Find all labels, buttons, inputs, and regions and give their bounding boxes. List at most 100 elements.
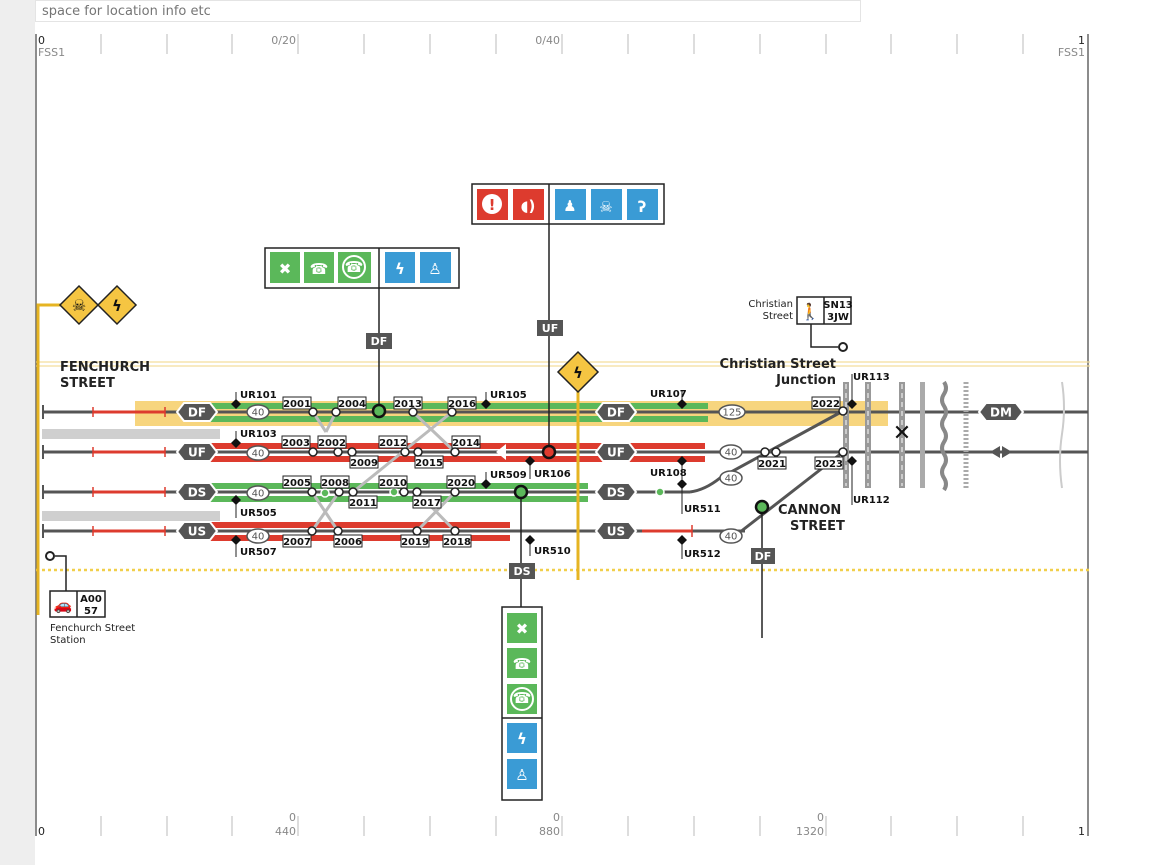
hazard-callout-df[interactable]: ✖ ☎ ☎ ϟ ♙ xyxy=(264,247,460,289)
points-2006[interactable]: 2006 xyxy=(333,526,363,548)
signal-UR105[interactable]: UR105 xyxy=(481,390,527,409)
ruler-mark: 880 xyxy=(539,825,560,838)
signal-UR510[interactable]: UR510 xyxy=(525,535,571,557)
skull-crossbones-icon: ☠ xyxy=(591,189,622,220)
signal-UR108[interactable]: UR108 xyxy=(650,456,687,479)
points-2023[interactable]: 2023 xyxy=(814,447,848,470)
station-name-cannon: STREET xyxy=(790,519,845,534)
points-2017[interactable]: 2017 xyxy=(412,487,442,509)
points-2008[interactable]: 2008 xyxy=(320,475,350,497)
svg-text:2017: 2017 xyxy=(413,498,441,509)
access-point-marker[interactable] xyxy=(838,342,848,352)
green-dot xyxy=(320,488,330,498)
svg-text:40: 40 xyxy=(725,474,738,485)
signal-UR103[interactable]: UR103 xyxy=(231,429,277,448)
access-point-marker[interactable] xyxy=(45,551,55,561)
station-name-fenchurch: STREET xyxy=(60,376,115,391)
hazard-callout-uf[interactable]: ! ◖) ♟ ☠ ʔ xyxy=(471,183,665,225)
ruler-mark: 0 xyxy=(553,811,560,824)
svg-text:DF: DF xyxy=(188,406,206,420)
points-2015[interactable]: 2015 xyxy=(413,447,444,469)
direction-arrow-icon xyxy=(496,444,506,460)
section-ticks xyxy=(92,407,693,537)
signal-UR512[interactable]: UR512 xyxy=(677,535,721,560)
callout-tag: DF xyxy=(751,548,775,564)
svg-text:ϟ: ϟ xyxy=(395,260,405,278)
points-2014[interactable]: 2014 xyxy=(450,435,481,457)
svg-text:2013: 2013 xyxy=(394,399,422,410)
svg-text:☎: ☎ xyxy=(513,689,532,707)
points-2001[interactable]: 2001 xyxy=(282,396,318,417)
speed-limit-badge: 40 xyxy=(719,470,743,486)
points-2016[interactable]: 2016 xyxy=(447,396,477,417)
svg-text:◖): ◖) xyxy=(521,197,536,215)
points-2013[interactable]: 2013 xyxy=(393,396,423,417)
access-point-fenchurch[interactable]: 🚗 A00 57 xyxy=(49,590,106,618)
whistle-circle-icon: ☎ xyxy=(507,684,537,714)
svg-text:2003: 2003 xyxy=(282,438,310,449)
signal-UR511[interactable]: UR511 xyxy=(677,479,721,515)
status-bar-red xyxy=(210,522,510,528)
location-info-input[interactable] xyxy=(35,0,861,22)
points-2009[interactable]: 2009 xyxy=(347,447,379,469)
signal-UR113[interactable]: UR113 xyxy=(847,372,890,409)
track-label-us: US xyxy=(594,521,638,541)
points-2005[interactable]: 2005 xyxy=(282,475,317,497)
hearing-icon: ʔ xyxy=(627,189,658,220)
points-2012[interactable]: 2012 xyxy=(378,435,410,457)
green-dot xyxy=(655,487,665,497)
points-2020[interactable]: 2020 xyxy=(446,475,476,497)
points-2018[interactable]: 2018 xyxy=(442,526,472,548)
signal-UR509[interactable]: UR509 xyxy=(481,470,527,489)
signal-marker-green[interactable] xyxy=(513,484,529,500)
points-2010[interactable]: 2010 xyxy=(378,475,409,497)
skull-crossbones-icon: ☠ xyxy=(58,284,100,326)
svg-text:DF: DF xyxy=(755,550,772,563)
speed-limit-badge: 40 xyxy=(246,528,270,544)
signal-marker-red[interactable] xyxy=(541,444,557,460)
ruler-mark: 0/40 xyxy=(535,34,560,47)
points-2004[interactable]: 2004 xyxy=(331,396,367,417)
speed-limit-badge: 125 xyxy=(718,404,746,420)
no-access-icon: ✖ xyxy=(270,252,300,283)
points-2022[interactable]: 2022 xyxy=(811,396,848,416)
svg-text:✖: ✖ xyxy=(279,260,292,278)
worker-icon: ♙ xyxy=(420,252,451,283)
signal-marker-green[interactable] xyxy=(754,499,770,515)
hazard-callout-ds[interactable]: ✖ ☎ ☎ ϟ ♙ xyxy=(501,606,543,801)
points-2019[interactable]: 2019 xyxy=(400,526,430,548)
svg-text:2014: 2014 xyxy=(452,438,480,449)
svg-text:DS: DS xyxy=(513,565,530,578)
access-point-christian[interactable]: 🚶 SN13 3JW xyxy=(796,296,853,325)
points-node[interactable] xyxy=(771,447,781,457)
svg-text:UF: UF xyxy=(542,322,558,335)
svg-text:2018: 2018 xyxy=(443,537,471,548)
signal-UR507[interactable]: UR507 xyxy=(231,535,277,558)
points-2007[interactable]: 2007 xyxy=(282,526,317,548)
svg-text:!: ! xyxy=(489,196,496,214)
points-2011[interactable]: 2011 xyxy=(348,487,378,509)
track-label-ds: DS xyxy=(175,482,219,502)
signal-UR112[interactable]: UR112 xyxy=(847,456,890,506)
access-point-name: Christian xyxy=(748,299,793,310)
siding-bar xyxy=(42,511,220,521)
svg-text:UR103: UR103 xyxy=(240,429,277,440)
track-label-df: DF xyxy=(594,402,638,422)
junction-name: Christian Street xyxy=(720,357,836,372)
ruler-mark: 0 xyxy=(289,811,296,824)
station-name-fenchurch: FENCHURCH xyxy=(60,360,150,375)
points-2002[interactable]: 2002 xyxy=(317,435,347,457)
signal-UR505[interactable]: UR505 xyxy=(231,495,277,519)
status-bar-green xyxy=(210,496,588,502)
svg-text:125: 125 xyxy=(722,408,741,419)
points-2021[interactable]: 2021 xyxy=(757,447,787,470)
svg-text:♙: ♙ xyxy=(428,260,441,278)
svg-text:☎: ☎ xyxy=(310,260,329,278)
whistle-icon: ☎ xyxy=(304,252,334,283)
svg-text:UR106: UR106 xyxy=(534,469,571,480)
signal-marker-green[interactable] xyxy=(371,403,387,419)
signal-UR107[interactable]: UR107 xyxy=(650,389,687,409)
signal-UR101[interactable]: UR101 xyxy=(231,390,277,409)
points-2003[interactable]: 2003 xyxy=(281,435,318,457)
signal-UR106[interactable]: UR106 xyxy=(525,456,571,480)
